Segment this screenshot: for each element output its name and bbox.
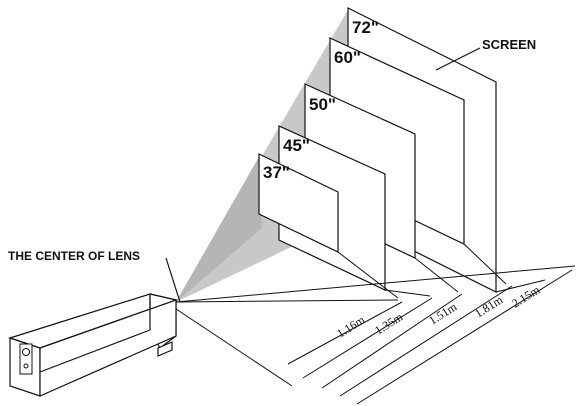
projection-beam-lower <box>176 155 262 302</box>
distance-label: 1.81m <box>472 292 506 320</box>
projector-front-panel <box>19 343 33 375</box>
projector <box>8 293 179 397</box>
distance-label: 1.51m <box>426 299 460 327</box>
distance-label: 1.35m <box>372 309 406 337</box>
lens-label: THE CENTER OF LENS <box>8 249 140 263</box>
screen-size-label: 50" <box>309 95 336 114</box>
floor-lines <box>169 243 576 387</box>
screen-size-label: 60" <box>334 48 361 67</box>
screen-size-label: 37" <box>263 163 290 182</box>
indicator-light-icon <box>23 363 29 369</box>
screen-size-label: 72" <box>352 18 379 37</box>
distance-label: 1.16m <box>334 312 368 340</box>
distance-label: 2.15m <box>509 282 543 310</box>
screen-callout-line <box>435 47 481 71</box>
screen-label: SCREEN <box>482 37 536 52</box>
dimension-lines <box>287 269 573 405</box>
power-button-icon <box>22 348 30 356</box>
screen-size-label: 45" <box>283 136 310 155</box>
lens-callout-line <box>165 257 181 303</box>
